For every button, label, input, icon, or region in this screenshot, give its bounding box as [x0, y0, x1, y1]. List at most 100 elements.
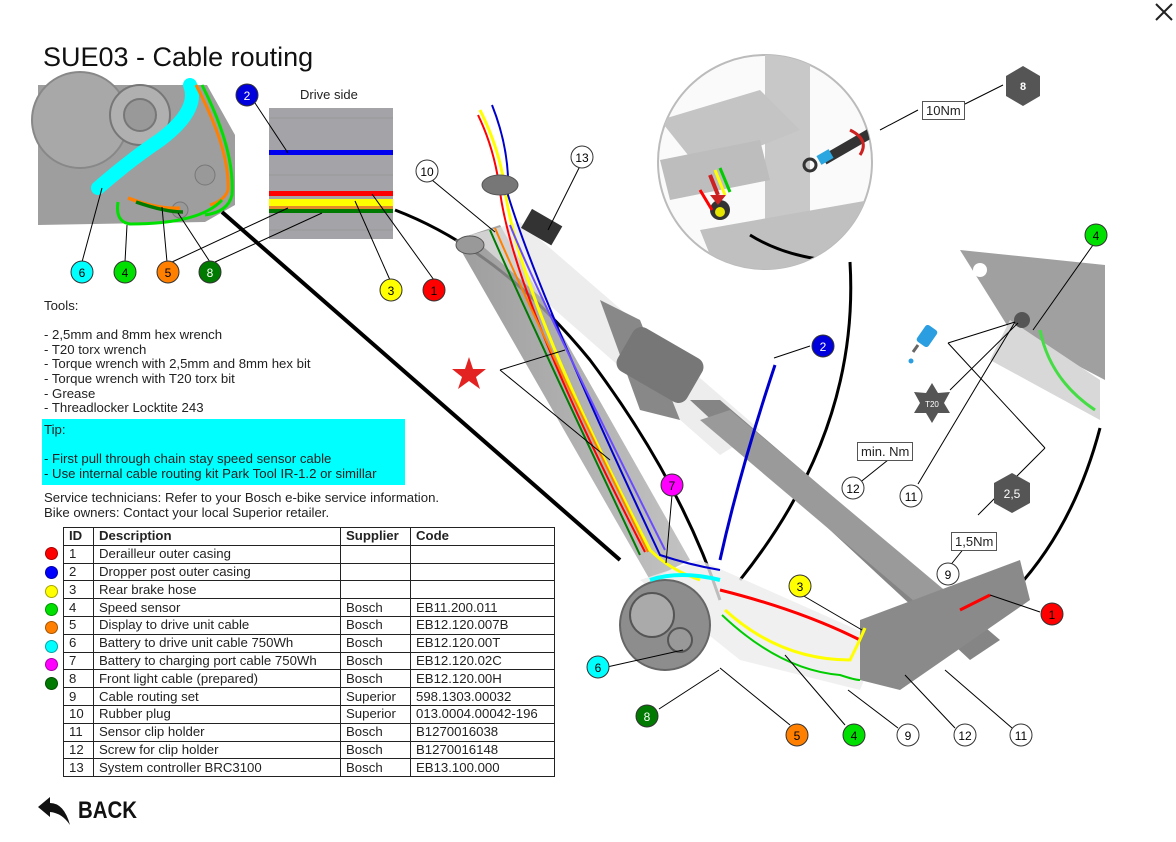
svg-text:1: 1: [431, 284, 438, 298]
callouts: 2 6 4 5 8 3 1 10 13 2 7 4 3 1 6 8 5 4 9 …: [70, 83, 1108, 747]
svg-text:8: 8: [207, 266, 214, 280]
drive-side-label: Drive side: [300, 87, 358, 102]
cell-description: Sensor clip holder: [93, 722, 341, 742]
svg-text:12: 12: [958, 729, 972, 743]
cell-id: 10: [63, 704, 94, 724]
star-icon: [452, 357, 486, 389]
cell-description: Derailleur outer casing: [93, 544, 341, 564]
callout-12-main: 12: [953, 723, 977, 747]
svg-text:4: 4: [122, 266, 129, 280]
bike-frame: [455, 104, 1105, 690]
cell-description: Battery to charging port cable 750Wh: [93, 651, 341, 671]
color-dot-2: [45, 566, 58, 579]
tip-item: - Use internal cable routing kit Park To…: [44, 465, 377, 481]
callout-3-main: 3: [788, 574, 812, 598]
callout-5-top: 5: [156, 260, 180, 284]
threadlocker-bottle-icon: [908, 324, 938, 364]
svg-text:3: 3: [388, 284, 395, 298]
cell-id: 9: [63, 687, 94, 706]
tool-item: - T20 torx wrench: [44, 341, 147, 357]
callout-5-main: 5: [785, 723, 809, 747]
callout-11-right: 11: [899, 484, 923, 508]
callout-3-top: 3: [379, 278, 403, 302]
callout-1-top: 1: [422, 278, 446, 302]
cell-description: System controller BRC3100: [93, 758, 341, 778]
back-arrow-icon: [38, 797, 70, 825]
col-id: ID: [63, 527, 94, 546]
callout-7: 7: [660, 473, 684, 497]
cell-id: 13: [63, 758, 94, 778]
svg-text:9: 9: [905, 729, 912, 743]
col-description: Description: [93, 527, 341, 546]
svg-text:3: 3: [797, 580, 804, 594]
callout-8-main: 8: [635, 704, 659, 728]
cell-supplier: Bosch: [340, 722, 411, 742]
svg-text:12: 12: [846, 482, 860, 496]
callout-4-main: 4: [842, 723, 866, 747]
svg-text:1: 1: [1049, 608, 1056, 622]
cell-code: B1270016038: [410, 722, 555, 742]
svg-text:11: 11: [1015, 729, 1028, 743]
back-label: BACK: [78, 797, 137, 824]
callout-4-right: 4: [1084, 223, 1108, 247]
col-supplier: Supplier: [340, 527, 411, 546]
cell-code: [410, 562, 555, 582]
cell-description: Rubber plug: [93, 704, 341, 724]
cell-description: Speed sensor: [93, 598, 341, 617]
callout-12-right: 12: [841, 476, 865, 500]
cell-code: EB12.120.02C: [410, 651, 555, 671]
back-button[interactable]: BACK: [36, 794, 147, 828]
note-technicians: Service technicians: Refer to your Bosch…: [44, 490, 440, 505]
svg-text:5: 5: [165, 266, 172, 280]
callout-2-top: 2: [235, 83, 259, 107]
color-dot-4: [45, 603, 58, 616]
cell-supplier: Superior: [340, 704, 411, 724]
callout-9-right: 9: [936, 562, 960, 586]
callout-label: 2: [244, 89, 251, 103]
cell-supplier: [340, 580, 411, 600]
cell-supplier: [340, 544, 411, 564]
cell-supplier: Bosch: [340, 758, 411, 778]
cell-id: 1: [63, 544, 94, 564]
close-button[interactable]: [1152, 0, 1176, 24]
cell-code: EB13.100.000: [410, 758, 555, 778]
svg-text:5: 5: [794, 729, 801, 743]
svg-text:2: 2: [820, 340, 827, 354]
svg-text:4: 4: [851, 729, 858, 743]
callout-8-top: 8: [198, 260, 222, 284]
col-code: Code: [410, 527, 555, 546]
tool-item: - 2,5mm and 8mm hex wrench: [44, 327, 223, 343]
cell-description: Battery to drive unit cable 750Wh: [93, 633, 341, 653]
cell-supplier: Bosch: [340, 615, 411, 635]
hex-8-icon: 8: [1006, 66, 1040, 106]
tool-item: - Torque wrench with 2,5mm and 8mm hex b…: [44, 356, 311, 372]
tip-heading: Tip:: [44, 422, 66, 437]
callout-1-main: 1: [1040, 602, 1064, 626]
cell-code: B1270016148: [410, 740, 555, 760]
cell-supplier: Bosch: [340, 740, 411, 760]
svg-text:4: 4: [1093, 229, 1100, 243]
cell-id: 5: [63, 615, 94, 635]
leader-lines: [81, 84, 1094, 729]
callout-4-top: 4: [113, 260, 137, 284]
pivot-detail-circle: [657, 54, 873, 270]
svg-text:10: 10: [420, 165, 434, 179]
torx-icon: T20: [914, 383, 950, 423]
cell-code: EB12.120.00H: [410, 669, 555, 689]
cell-id: 6: [63, 633, 94, 653]
cell-id: 11: [63, 722, 94, 742]
cell-supplier: Bosch: [340, 598, 411, 617]
page-title: SUE03 - Cable routing: [43, 42, 314, 72]
cell-id: 8: [63, 669, 94, 689]
